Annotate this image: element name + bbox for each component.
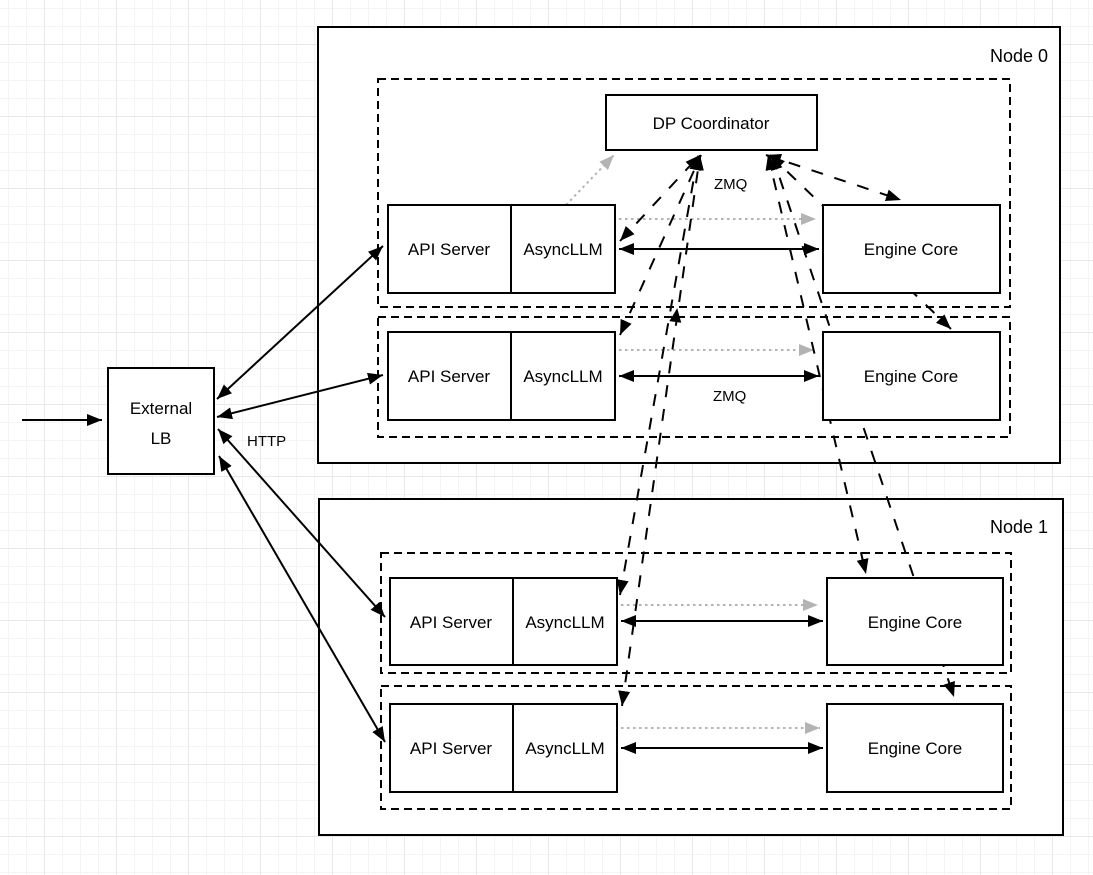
api-server-label-2: API Server <box>408 367 491 386</box>
http-edge-label: HTTP <box>247 433 286 450</box>
zmq-engine-label: ZMQ <box>713 388 746 405</box>
api-async-box-2[interactable] <box>387 331 616 421</box>
asyncllm-label-4: AsyncLLM <box>525 739 604 758</box>
engine-core-box-1[interactable] <box>822 204 1001 294</box>
node1-label: Node 1 <box>990 517 1048 537</box>
engine-core-box-4[interactable] <box>826 703 1004 793</box>
lb-api-http-arrow-2 <box>216 372 384 420</box>
asyncllm-label-1: AsyncLLM <box>523 240 602 259</box>
dp-coordinator-label: DP Coordinator <box>653 114 770 133</box>
external-lb-box[interactable] <box>107 367 215 475</box>
mid-up-arrowhead <box>669 308 682 323</box>
asyncllm-label-2: AsyncLLM <box>523 367 602 386</box>
api-server-label-1: API Server <box>408 240 491 259</box>
zmq-coordinator-label: ZMQ <box>714 176 747 193</box>
api-async-box-4[interactable] <box>389 703 618 793</box>
api-server-label-3: API Server <box>410 613 493 632</box>
engine-core-label-2: Engine Core <box>864 367 959 386</box>
api-async-box-3[interactable] <box>389 577 618 666</box>
engine-core-box-2[interactable] <box>822 331 1001 421</box>
asyncllm-label-3: AsyncLLM <box>525 613 604 632</box>
engine-core-label-3: Engine Core <box>868 613 963 632</box>
node0-label: Node 0 <box>990 46 1048 66</box>
lb-api-http-arrow-4 <box>218 455 386 743</box>
external-lb-label-line1: External <box>130 399 192 418</box>
engine-core-label-4: Engine Core <box>868 739 963 758</box>
api-server-label-4: API Server <box>410 739 493 758</box>
engine-core-label-1: Engine Core <box>864 240 959 259</box>
dp-coordinator-box[interactable] <box>605 94 818 151</box>
external-lb-label-line2: LB <box>151 429 172 448</box>
engine-core-box-3[interactable] <box>826 577 1004 666</box>
api-async-box-1[interactable] <box>387 204 616 294</box>
